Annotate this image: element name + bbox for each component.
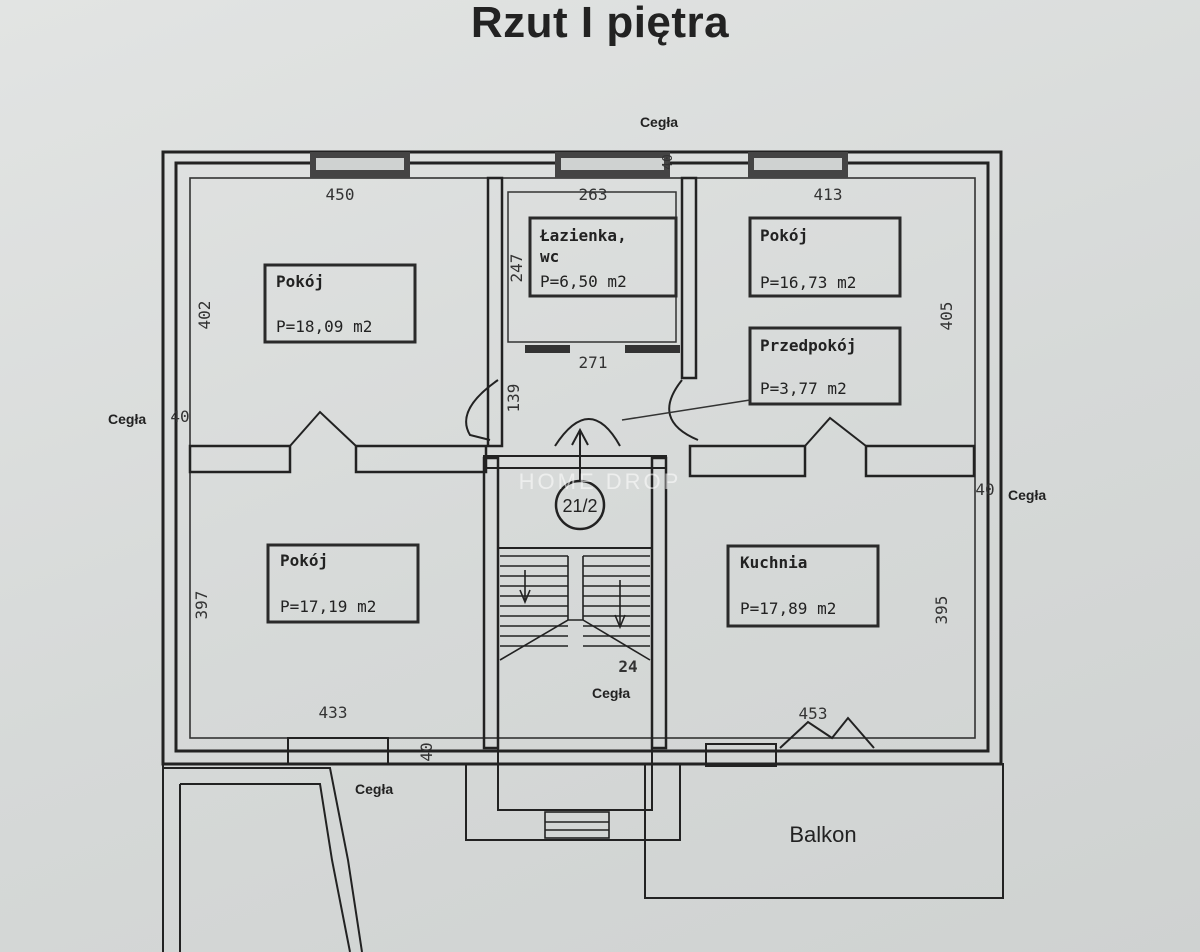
dim-24: 24 <box>618 657 637 676</box>
dim-247: 247 <box>507 254 526 283</box>
dim-40-bottom: 40 <box>417 742 436 761</box>
dim-395: 395 <box>932 596 951 625</box>
room-6-name: Kuchnia <box>740 553 807 572</box>
dim-433: 433 <box>319 703 348 722</box>
room-3-name: Pokój <box>760 226 808 245</box>
stair-number-circle <box>554 479 606 531</box>
room-2-name: Łazienka, <box>539 226 627 245</box>
room-1-area: P=18,09 m2 <box>276 317 372 336</box>
room-3-area: P=16,73 m2 <box>760 273 856 292</box>
room-label-boxes <box>263 216 902 628</box>
stair-number: 21/2 <box>562 496 597 516</box>
dim-40-top: 40 <box>661 154 676 170</box>
room-6-area: P=17,89 m2 <box>740 599 836 618</box>
dim-402: 402 <box>195 301 214 330</box>
lower-structure <box>162 763 1004 952</box>
note-cegla-bottom: Cegła <box>355 781 393 797</box>
dim-405: 405 <box>937 302 956 331</box>
watermark: HOME DROP <box>519 469 682 494</box>
room-5-area: P=17,19 m2 <box>280 597 376 616</box>
dim-271: 271 <box>579 353 608 372</box>
dim-40-left: 40 <box>170 407 189 426</box>
note-cegla-right: Cegła <box>1008 487 1046 503</box>
dim-40-right: 40 <box>975 480 994 499</box>
room-5-name: Pokój <box>280 551 328 570</box>
dim-263: 263 <box>579 185 608 204</box>
room-2-area: P=6,50 m2 <box>540 272 627 291</box>
page-title: Rzut I piętra <box>470 0 730 47</box>
note-cegla-left: Cegła <box>108 411 146 427</box>
dim-413: 413 <box>814 185 843 204</box>
note-cegla-top: Cegła <box>640 114 678 130</box>
stair-treads <box>499 555 651 839</box>
room-4-area: P=3,77 m2 <box>760 379 847 398</box>
doors <box>289 379 875 749</box>
dim-450: 450 <box>326 185 355 204</box>
dim-453: 453 <box>799 704 828 723</box>
room-2-name-line2: wc <box>540 247 559 266</box>
outer-walls <box>161 150 1003 766</box>
dim-397: 397 <box>192 591 211 620</box>
balcony-label: Balkon <box>789 822 856 847</box>
room-1-name: Pokój <box>276 272 324 291</box>
dim-139: 139 <box>504 384 523 413</box>
room-4-name: Przedpokój <box>760 336 856 355</box>
note-cegla-stairs: Cegła <box>592 685 630 701</box>
interior-walls <box>188 176 976 811</box>
